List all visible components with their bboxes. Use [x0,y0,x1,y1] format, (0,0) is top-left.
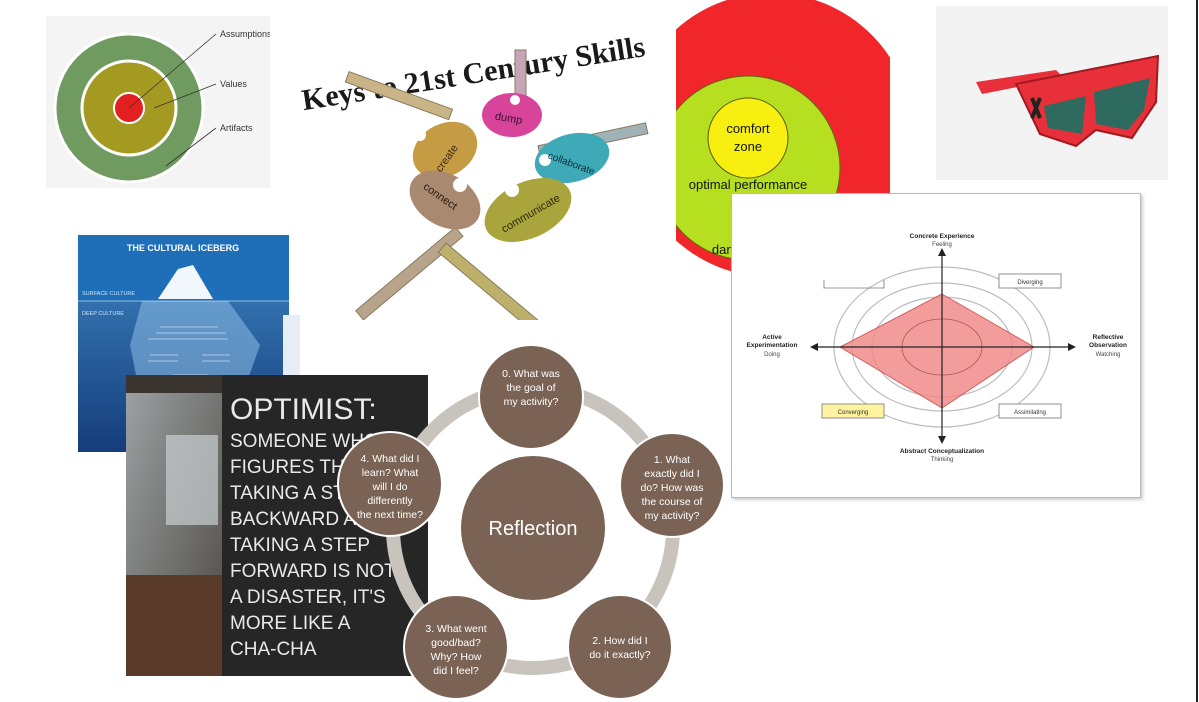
step-2-line-2: do it exactly? [589,649,650,661]
step-0-line-2: the goal of [506,382,555,394]
key-dump [482,93,542,137]
chalk-line-9: MORE LIKE A [230,613,351,634]
reflection-center-label: Reflection [489,518,578,540]
kolb-learning-styles-diagram: Concrete Experience Feeling Abstract Con… [731,193,1141,498]
step-4-line-1: 4. What did I [361,453,420,465]
chalk-line-6: TAKING A STEP [230,535,370,556]
step-1-line-1: 1. What [654,454,690,466]
step-1-line-2: exactly did I [644,468,699,480]
iceberg-surface-label: SURFACE CULTURE [82,291,135,297]
step-2-line-1: 2. How did I [592,635,647,647]
key-create [412,121,478,179]
artifacts-label: Artifacts [220,123,253,133]
kolb-diverging: Diverging [1017,280,1042,286]
reflection-step-3 [403,594,509,700]
reflection-center [461,456,605,600]
comfort-zone-circle [707,97,789,179]
values-label: Values [220,79,247,89]
chalk-line-8: A DISASTER, IT'S [230,587,386,608]
step-1-line-3: do? How was [640,482,703,494]
reflection-step-0 [478,344,584,450]
kolb-bottom-sub: Thinking [931,457,954,463]
step-0-line-3: my activity? [504,396,559,408]
kolb-bottom-label: Abstract Conceptualization [900,448,984,455]
step-4-line-5: the next time? [357,509,423,521]
reflection-cycle-diagram: Reflection 0. What was the goal of my ac… [333,335,733,702]
step-0-line-1: 0. What was [502,368,560,380]
chalk-line-10: CHA-CHA [230,639,317,660]
step-4-line-4: differently [367,495,413,507]
comfort-zone-label: comfort [726,121,770,136]
reflection-step-1 [619,432,725,538]
step-3-line-4: did I feel? [433,665,479,677]
step-3-line-2: good/bad? [431,637,481,649]
step-1-line-4: the course of [642,496,703,508]
kolb-top-sub: Feeling [932,242,952,248]
glasses-arm [976,70,1064,94]
step-3-line-3: Why? How [431,651,482,663]
chalk-line-3: FIGURES THAT [230,457,368,478]
step-3-line-1: 3. What went [425,623,486,635]
optimal-zone-label: optimal performance [689,177,808,192]
kolb-left-label-2: Experimentation [747,342,798,349]
kolb-right-sub: Watching [1096,352,1121,358]
kolb-assimilating: Assimilating [1014,410,1046,416]
chalkboard-text: OPTIMIST: SOMEONE WHO FIGURES THAT TAKIN… [230,393,406,660]
iceberg-tip [158,265,213,299]
optimist-chalkboard-photo: OPTIMIST: SOMEONE WHO FIGURES THAT TAKIN… [126,375,428,676]
kolb-left-sub: Doing [764,352,780,358]
reflection-step-2 [567,594,673,700]
glasses-lens-right [1094,78,1150,130]
comfort-zone-label-2: zone [734,139,762,154]
step-4-line-3: will I do [371,481,407,493]
kolb-left-label: Active [762,334,782,341]
kolb-right-label: Reflective [1093,334,1124,341]
kolb-top-label: Concrete Experience [910,233,975,240]
glasses-lens-left [1044,96,1086,134]
keys-skills-image: Keys to 21st Century Skills create dump … [290,10,676,331]
assumptions-label: Assumptions [220,29,270,39]
chalk-line-1: OPTIMIST: [230,393,377,426]
key-dump-label: dump [494,110,523,127]
reflection-step-4 [337,431,443,537]
step-4-line-2: learn? What [362,467,419,479]
3d-glasses-image [936,6,1168,180]
iceberg-title: THE CULTURAL ICEBERG [127,243,239,253]
chalk-line-4: TAKING A STEP [230,483,370,504]
culture-layers-diagram: Assumptions Values Artifacts [46,16,272,188]
kolb-diamond [838,293,1035,409]
kolb-right-label-2: Observation [1089,342,1127,349]
right-edge-line [1196,0,1198,702]
iceberg-deep-label: DEEP CULTURE [82,311,124,317]
chalk-line-7: FORWARD IS NOT [230,561,396,582]
key-collaborate [534,132,610,184]
step-1-line-5: my activity? [645,510,700,522]
chalk-line-2: SOMEONE WHO [230,431,379,452]
kolb-converging: Converging [838,410,869,416]
